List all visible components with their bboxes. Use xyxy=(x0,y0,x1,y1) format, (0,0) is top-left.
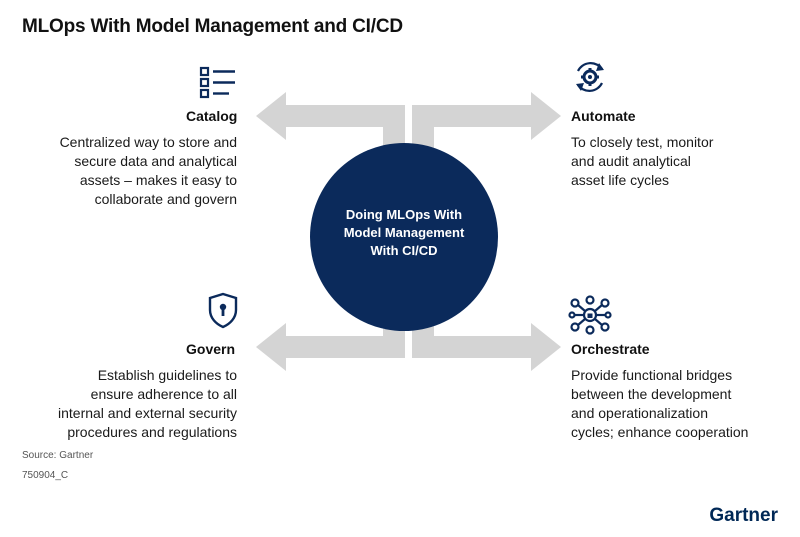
catalog-list-icon xyxy=(198,62,238,102)
center-line: Model Management xyxy=(343,225,465,240)
automate-line: and audit analytical xyxy=(571,153,691,169)
orchestrate-description: Provide functional bridges between the d… xyxy=(571,366,791,442)
govern-line: ensure adherence to all xyxy=(90,386,237,402)
orchestrate-line: cycles; enhance cooperation xyxy=(571,424,749,440)
catalog-line: assets – makes it easy to xyxy=(79,172,237,188)
catalog-line: secure data and analytical xyxy=(74,153,237,169)
automate-line: To closely test, monitor xyxy=(571,134,714,150)
arrow-to-automate xyxy=(412,92,561,205)
orchestrate-line: and operationalization xyxy=(571,405,708,421)
gartner-logo: Gartner xyxy=(709,505,778,526)
catalog-description: Centralized way to store and secure data… xyxy=(7,133,237,209)
orchestrate-heading: Orchestrate xyxy=(571,341,650,357)
automate-description: To closely test, monitor and audit analy… xyxy=(571,133,781,190)
center-line: With CI/CD xyxy=(370,243,438,258)
orchestrate-line: Provide functional bridges xyxy=(571,367,733,383)
arrow-to-orchestrate xyxy=(412,258,561,371)
shield-lock-icon xyxy=(203,290,243,330)
catalog-heading: Catalog xyxy=(186,108,238,124)
network-nodes-icon xyxy=(568,295,612,335)
gear-cycle-icon xyxy=(570,57,610,97)
center-circle xyxy=(310,143,498,331)
figure-code: 750904_C xyxy=(22,470,69,481)
catalog-line: collaborate and govern xyxy=(94,191,237,207)
govern-description: Establish guidelines to ensure adherence… xyxy=(0,366,237,442)
govern-heading: Govern xyxy=(186,341,236,357)
center-label: Doing MLOps With Model Management With C… xyxy=(318,206,490,260)
page-title: MLOps With Model Management and CI/CD xyxy=(22,16,403,37)
catalog-line: Centralized way to store and xyxy=(59,134,237,150)
govern-line: Establish guidelines to xyxy=(97,367,237,383)
govern-line: procedures and regulations xyxy=(67,424,237,440)
automate-line: asset life cycles xyxy=(571,172,670,188)
orchestrate-line: between the development xyxy=(571,386,732,402)
source-note: Source: Gartner xyxy=(22,450,94,461)
govern-line: internal and external security xyxy=(58,405,237,421)
automate-heading: Automate xyxy=(571,108,636,124)
center-line: Doing MLOps With xyxy=(345,207,463,222)
arrow-to-govern xyxy=(256,258,405,371)
arrow-to-catalog xyxy=(256,92,405,205)
